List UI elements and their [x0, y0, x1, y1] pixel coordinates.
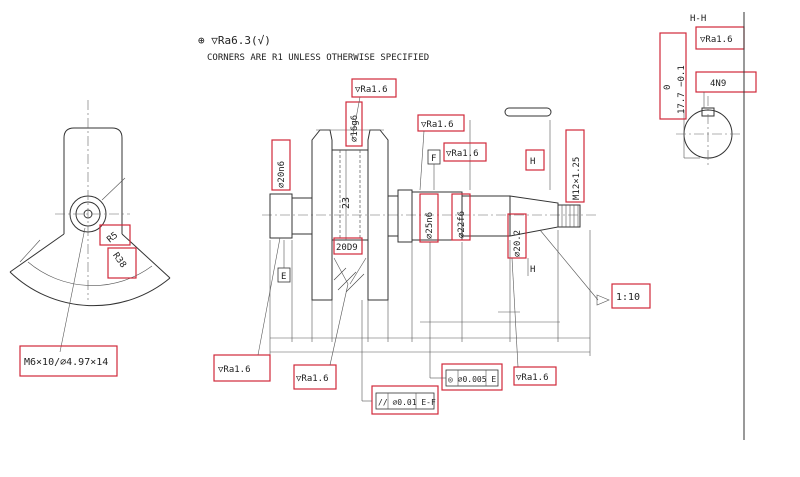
ra-bottom-right-label: ▽Ra1.6	[516, 373, 549, 383]
ra-bottom-mid-label: ▽Ra1.6	[296, 374, 329, 384]
section-mark-h-box	[525, 149, 545, 171]
dia-20-2-box	[507, 213, 527, 259]
parallel-label: // ∅0.01 E-F	[378, 398, 436, 407]
dia-20-2-label: ∅20.2	[513, 230, 523, 257]
left-side-view: R5 R38 M6×10/∅4.97×14	[9, 100, 171, 377]
section-mark-h-bottom: H	[530, 265, 535, 275]
roughness-note: ⊕ ▽Ra6.3(√)	[198, 34, 271, 47]
corners-note: CORNERS ARE R1 UNLESS OTHERWISE SPECIFIE…	[207, 53, 429, 63]
ra-mid-label: ▽Ra1.6	[421, 120, 454, 130]
dia-25n6-label: ∅25n6	[425, 212, 435, 239]
dim-20d9-box	[333, 237, 363, 255]
parallel-frame-box	[371, 385, 439, 415]
section-mark-h-top: H	[530, 157, 535, 167]
dia-20n6-box	[271, 139, 291, 191]
main-view: 23 ∅20n6 ∅16g6 ▽Ra1.6 20D9 ▽Ra1.6 F ▽Ra1…	[213, 78, 651, 415]
dim-23-label: 23	[341, 197, 352, 209]
ra-top-box	[351, 78, 397, 98]
dia-22f6-label: ∅22f6	[457, 211, 467, 238]
dim-20d9-label: 20D9	[336, 243, 358, 253]
taper-label: 1:10	[616, 292, 640, 303]
r5-annotation-box	[99, 224, 131, 246]
section-tolerance-box	[659, 32, 687, 120]
taper-box	[611, 283, 651, 309]
ra-top-label: ▽Ra1.6	[355, 85, 388, 95]
concentric-label: ◎ ∅0.005 E	[448, 375, 496, 384]
section-h-h: H-H 0 17.7 −0.1 ▽Ra1.6 4N9	[659, 12, 757, 440]
dia-16g6-box	[345, 101, 363, 147]
hatch-region	[333, 267, 365, 293]
section-keyway-box	[695, 71, 757, 93]
ra-f-label: ▽Ra1.6	[446, 149, 479, 159]
ra-bottom-left-label: ▽Ra1.6	[218, 365, 251, 375]
ra-bottom-left-box	[213, 354, 271, 382]
r5-label: R5	[105, 231, 120, 246]
thread-annotation-box	[19, 345, 118, 377]
ra-bottom-right-box	[513, 366, 557, 386]
dia-25n6-box	[419, 193, 439, 243]
datum-f-label: F	[431, 154, 436, 164]
section-keyway-label: 4N9	[710, 79, 726, 89]
thread-label: M6×10/∅4.97×14	[24, 357, 108, 368]
r38-annotation-box	[107, 247, 137, 279]
section-ra-label: ▽Ra1.6	[700, 35, 733, 45]
concentric-frame-box	[441, 363, 503, 391]
r38-label: R38	[110, 251, 128, 270]
section-tol-lower: 17.7 −0.1	[677, 65, 687, 114]
ra-bottom-mid-box	[293, 364, 337, 390]
datum-e-label: E	[281, 272, 286, 282]
dia-22f6-box	[451, 193, 471, 241]
section-title: H-H	[690, 14, 706, 24]
thread-m12-label: M12×1.25	[572, 157, 582, 200]
ra-mid-box	[417, 114, 465, 132]
dia-16g6-label: ∅16g6	[350, 115, 360, 142]
section-tol-upper: 0	[663, 85, 673, 90]
ra-f-box	[443, 142, 487, 162]
dia-20n6-label: ∅20n6	[277, 161, 287, 188]
thread-m12-box	[565, 129, 585, 203]
